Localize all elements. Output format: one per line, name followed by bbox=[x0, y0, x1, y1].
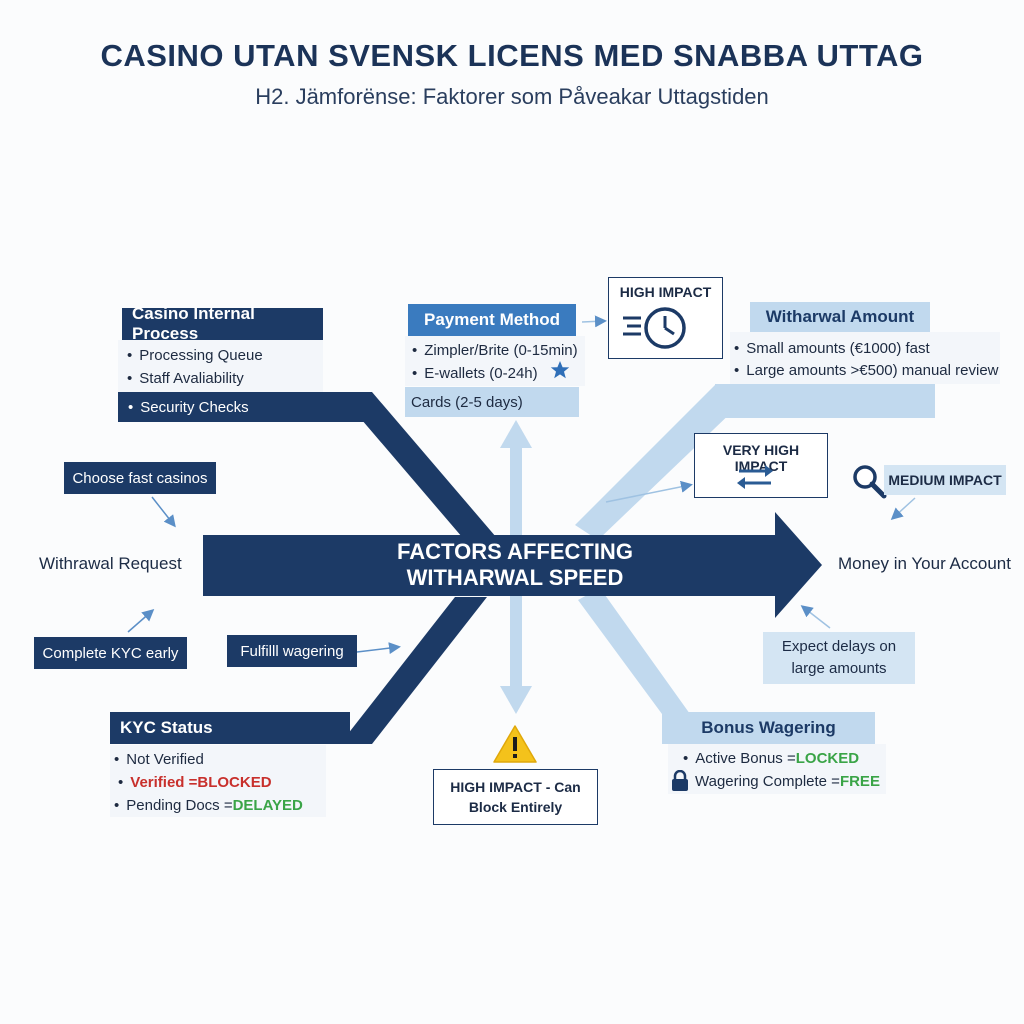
kyc-verified-text: Verified = bbox=[130, 773, 198, 791]
withdrawal-amount-header: Witharwal Amount bbox=[750, 302, 930, 332]
high-impact-box: HIGH IMPACT bbox=[608, 277, 723, 359]
connector-fast-casinos bbox=[151, 496, 176, 528]
end-label: Money in Your Account bbox=[838, 554, 1011, 573]
bone-withdrawal-amount bbox=[575, 385, 760, 540]
kyc-status-item: Verified = BLOCKED bbox=[118, 771, 272, 793]
high-impact-label: HIGH IMPACT bbox=[619, 284, 712, 300]
star-icon bbox=[550, 360, 570, 385]
page-title: CASINO UTAN SVENSK LICENS MED SNABBA UTT… bbox=[100, 38, 924, 73]
connector-high-impact bbox=[581, 315, 607, 328]
page-subtitle: H2. Jämforënse: Faktorer som Påveakar Ut… bbox=[255, 84, 769, 109]
warning-triangle-icon bbox=[492, 724, 538, 769]
connector-delays bbox=[800, 605, 831, 629]
casino-internal-item: Processing Queue bbox=[127, 344, 262, 366]
spine-label-line2: WITHARWAL SPEED bbox=[406, 565, 624, 590]
kyc-blocked-status: BLOCKED bbox=[197, 773, 272, 791]
tip-fast-casinos: Choose fast casinos bbox=[64, 462, 216, 494]
kyc-status-item: Not Verified bbox=[114, 748, 204, 770]
spine-arrow bbox=[203, 512, 822, 618]
bonus-free-status: FREE bbox=[839, 772, 880, 790]
withdrawal-amount-base bbox=[715, 384, 935, 418]
bonus-locked-status: LOCKED bbox=[795, 749, 860, 767]
tip-delays-line1: Expect delays on bbox=[781, 637, 897, 655]
tip-wagering: Fulfilll wagering bbox=[227, 635, 357, 667]
payment-method-header: Payment Method bbox=[408, 304, 576, 336]
payment-arrow-up bbox=[500, 420, 532, 448]
connector-kyc-early bbox=[127, 609, 155, 633]
medium-impact-label: MEDIUM IMPACT bbox=[884, 465, 1006, 495]
withdrawal-amount-item: Small amounts (€1000) fast bbox=[734, 337, 929, 359]
bonus-wagering-header: Bonus Wagering bbox=[662, 712, 875, 744]
tip-delays: Expect delays on large amounts bbox=[763, 632, 915, 684]
tip-delays-line2: large amounts bbox=[791, 660, 887, 677]
bone-bonus-wagering bbox=[578, 588, 690, 714]
connector-wagering bbox=[356, 642, 401, 655]
bonus-complete-text: Wagering Complete = bbox=[695, 772, 840, 790]
kyc-status-item: Pending Docs = DELAYED bbox=[114, 794, 303, 816]
block-impact-box: HIGH IMPACT - Can Block Entirely bbox=[433, 769, 598, 825]
bonus-wagering-item: Active Bonus = LOCKED bbox=[683, 747, 859, 769]
payment-method-item: E-wallets (0-24h) bbox=[412, 362, 537, 384]
payment-method-item: Zimpler/Brite (0-15min) bbox=[412, 339, 577, 361]
magnifier-icon bbox=[851, 463, 887, 504]
withdrawal-amount-item: Large amounts >€500) manual review bbox=[734, 359, 998, 381]
kyc-pending-text: Pending Docs = bbox=[126, 796, 233, 814]
connector-medium-impact bbox=[890, 497, 916, 521]
bonus-active-text: Active Bonus = bbox=[695, 749, 796, 767]
swap-arrows-icon bbox=[735, 462, 775, 495]
bone-casino-internal bbox=[338, 392, 496, 537]
payment-method-item: Cards (2-5 days) bbox=[405, 387, 579, 417]
payment-arrow-down bbox=[500, 686, 532, 714]
very-high-impact-box: VERY HIGH IMPACT bbox=[694, 433, 828, 498]
start-label: Withrawal Request bbox=[39, 554, 182, 573]
bone-kyc-status bbox=[340, 597, 487, 744]
kyc-delayed-status: DELAYED bbox=[232, 796, 303, 814]
lock-icon bbox=[671, 769, 689, 797]
kyc-status-header: KYC Status bbox=[110, 712, 350, 744]
connector-very-high-impact bbox=[605, 480, 693, 503]
spine-label: FACTORS AFFECTING WITHARWAL SPEED bbox=[300, 539, 730, 591]
casino-internal-item: Security Checks bbox=[118, 392, 372, 422]
block-impact-line1: HIGH IMPACT - Can bbox=[450, 779, 581, 795]
casino-internal-header: Casino Internal Process bbox=[122, 304, 323, 343]
bonus-wagering-item: Wagering Complete = FREE bbox=[695, 770, 880, 792]
block-impact-line2: Block Entirely bbox=[468, 799, 563, 815]
tip-kyc-early: Complete KYC early bbox=[34, 637, 187, 669]
spine-label-line1: FACTORS AFFECTING bbox=[397, 539, 633, 564]
fast-clock-icon bbox=[621, 304, 691, 355]
casino-internal-item: Staff Avaliability bbox=[127, 367, 244, 389]
